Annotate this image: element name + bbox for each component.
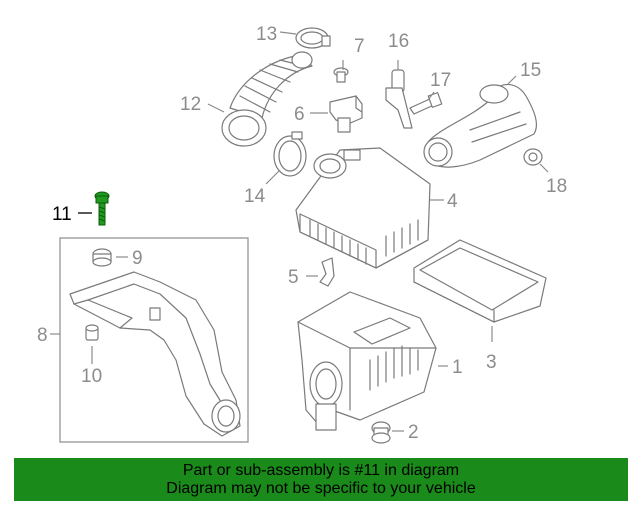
part-2-grommet[interactable] bbox=[371, 421, 391, 444]
info-banner: Part or sub-assembly is #11 in diagram D… bbox=[14, 458, 628, 501]
part-6-maf-sensor[interactable] bbox=[329, 95, 363, 133]
banner-line-1: Part or sub-assembly is #11 in diagram bbox=[182, 462, 460, 479]
part-1-air-cleaner-housing[interactable] bbox=[297, 291, 437, 431]
banner-line-2: Diagram may not be specific to your vehi… bbox=[166, 480, 476, 497]
callout-9: 9 bbox=[132, 248, 143, 269]
part-9-grommet[interactable] bbox=[92, 248, 112, 267]
part-10-grommet[interactable] bbox=[85, 324, 99, 341]
part-17-bolt[interactable] bbox=[409, 92, 443, 115]
callout-17: 17 bbox=[430, 70, 451, 91]
part-14-hose-clamp[interactable] bbox=[273, 131, 307, 177]
part-8-inlet-duct[interactable] bbox=[69, 271, 241, 437]
callout-13: 13 bbox=[256, 24, 277, 45]
callout-3: 3 bbox=[486, 352, 497, 373]
part-13-hose-clamp[interactable] bbox=[295, 27, 331, 49]
callout-2: 2 bbox=[408, 422, 419, 443]
callout-11: 11 bbox=[52, 204, 72, 225]
part-7-screw[interactable] bbox=[333, 67, 349, 83]
part-16-bracket[interactable] bbox=[385, 69, 413, 129]
part-4-air-cleaner-cover[interactable] bbox=[295, 147, 431, 269]
part-15-air-duct[interactable] bbox=[423, 83, 538, 168]
part-12-intake-hose[interactable] bbox=[221, 51, 313, 147]
callout-18: 18 bbox=[546, 176, 567, 197]
callout-12: 12 bbox=[180, 94, 201, 115]
callout-15: 15 bbox=[520, 60, 541, 81]
leader-lines bbox=[50, 31, 549, 432]
callout-5: 5 bbox=[288, 267, 299, 288]
callout-10: 10 bbox=[81, 366, 102, 387]
part-5-clip[interactable] bbox=[319, 257, 335, 287]
callout-6: 6 bbox=[294, 104, 305, 125]
part-3-air-filter[interactable] bbox=[413, 239, 547, 323]
callout-8: 8 bbox=[37, 325, 48, 346]
subassembly-box-8 bbox=[59, 237, 249, 443]
part-18-grommet[interactable] bbox=[523, 148, 543, 166]
callout-1: 1 bbox=[452, 357, 463, 378]
callout-4: 4 bbox=[447, 191, 458, 212]
part-11-bolt[interactable] bbox=[94, 191, 110, 226]
callout-16: 16 bbox=[388, 31, 409, 52]
callout-7: 7 bbox=[354, 36, 365, 57]
callout-14: 14 bbox=[244, 186, 266, 207]
